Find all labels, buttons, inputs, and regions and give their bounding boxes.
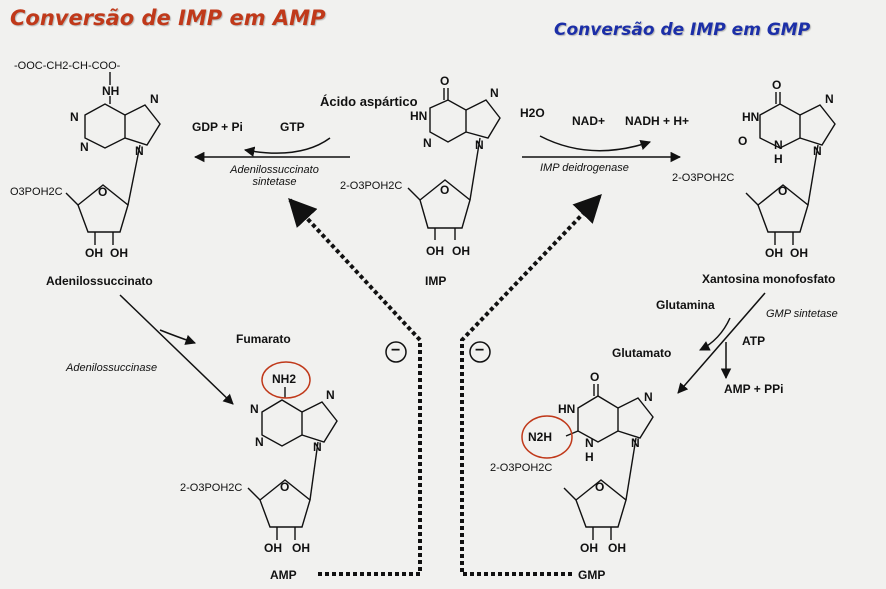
gmp-phosphate: 2-O3POH2C [490, 462, 553, 474]
gmp-n2h: N2H [528, 430, 553, 444]
imp-oh-2: OH [426, 244, 444, 258]
adenylosuccinate-oh-2: OH [85, 246, 103, 260]
xmp-ring-o: O [778, 184, 788, 198]
amp-n3: N [255, 435, 264, 449]
inhibition-right-symbol: − [475, 342, 485, 359]
amp-label: AMP [270, 568, 297, 582]
atp-label: ATP [742, 334, 766, 348]
nad-label: NAD+ [572, 114, 606, 128]
imp-n7: N [490, 86, 499, 100]
inhibition-circles [385, 341, 491, 363]
imp-hn: HN [410, 109, 428, 123]
imp-carbonyl-o: O [440, 74, 450, 88]
adenylosuccinate-n1: N [70, 110, 79, 124]
xmp-o2: O [738, 134, 748, 148]
reaction-arrows [119, 135, 766, 405]
inhibition-right-icon [469, 341, 491, 363]
gtp-label: GTP [280, 120, 305, 134]
gmp-structure [563, 384, 654, 540]
xmp-oh-2: OH [765, 246, 783, 260]
gmp-hn: HN [558, 402, 576, 416]
title-imp-to-amp: Conversão de IMP em AMP [10, 6, 326, 30]
glutamate-label: Glutamato [612, 346, 672, 360]
amp-ppi-label: AMP + PPi [724, 382, 784, 396]
adenylosuccinate-nh: NH [102, 84, 120, 98]
amp-oh-2: OH [264, 541, 282, 555]
nadh-label: NADH + H+ [625, 114, 690, 128]
imp-n9: N [475, 138, 484, 152]
gmp-ring-o: O [595, 480, 605, 494]
amp-phosphate: 2-O3POH2C [180, 482, 243, 494]
adenylosuccinate-synthetase-label: Adenilossuccinato sintetase [230, 164, 319, 188]
amp-n1: N [250, 402, 259, 416]
amp-oh-3: OH [292, 541, 310, 555]
aspartate-group: -OOC-CH2-CH-COO- [14, 60, 121, 72]
amp-n9: N [313, 440, 322, 454]
title-imp-to-gmp: Conversão de IMP em GMP [554, 20, 811, 40]
imp-n3: N [423, 136, 432, 150]
imp-dehydrogenase-label: IMP deidrogenase [540, 162, 629, 174]
gmp-n9: N [631, 436, 640, 450]
gmp-n3: N [585, 436, 594, 450]
adenylosuccinate-n9: N [135, 144, 144, 158]
xmp-n7: N [825, 92, 834, 106]
gmp-h3: H [585, 450, 594, 464]
n2h-highlight-icon [521, 415, 573, 459]
gmp-o6: O [590, 370, 600, 384]
imp-structure [407, 88, 501, 240]
aspartic-acid-label: Ácido aspártico [320, 94, 418, 109]
gdp-pi-label: GDP + Pi [192, 120, 243, 134]
adenylosuccinate-n3: N [80, 140, 89, 154]
adenylosuccinase-label: Adenilossuccinase [66, 362, 158, 374]
fumarate-label: Fumarato [236, 332, 291, 346]
water-label: H2O [520, 106, 545, 120]
highlight-circles [261, 361, 573, 459]
amp-structure [247, 387, 338, 540]
xmp-oh-3: OH [790, 246, 808, 260]
glutamine-label: Glutamina [656, 298, 715, 312]
adenylosuccinate-label: Adenilossuccinato [46, 274, 153, 288]
nh2-highlight-icon [261, 361, 311, 399]
adenylosuccinate-ring-o: O [98, 185, 108, 199]
gmp-n7: N [644, 390, 653, 404]
gmp-oh-2: OH [580, 541, 598, 555]
adenylosuccinate-oh-3: OH [110, 246, 128, 260]
gmp-oh-3: OH [608, 541, 626, 555]
amp-nh2: NH2 [272, 372, 297, 386]
xmp-h3: H [774, 152, 783, 166]
xmp-label: Xantosina monofosfato [702, 272, 836, 286]
inhibition-left-icon [385, 341, 407, 363]
adenylosuccinate-n7: N [150, 92, 159, 106]
xmp-o6: O [772, 78, 782, 92]
imp-ring-o: O [440, 183, 450, 197]
xmp-n3: N [774, 138, 783, 152]
amp-n7: N [326, 388, 335, 402]
adenylosuccinate-phosphate: O3POH2C [10, 186, 63, 198]
imp-oh-3: OH [452, 244, 470, 258]
feedback-lines [288, 193, 602, 576]
gmp-label: GMP [578, 568, 606, 582]
imp-label: IMP [425, 274, 447, 288]
adenylosuccinate-structure [65, 72, 161, 245]
amp-ring-o: O [280, 480, 290, 494]
xmp-n9: N [813, 144, 822, 158]
imp-phosphate: 2-O3POH2C [340, 180, 403, 192]
xmp-hn: HN [742, 110, 760, 124]
inhibition-left-symbol: − [391, 342, 401, 359]
gmp-synthetase-label: GMP sintetase [766, 308, 838, 320]
xmp-phosphate: 2-O3POH2C [672, 172, 735, 184]
xmp-structure [745, 92, 836, 245]
